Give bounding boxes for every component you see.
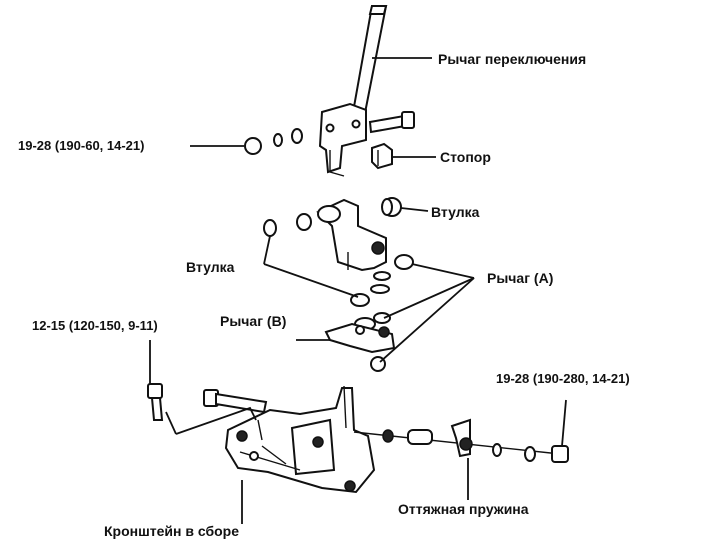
- label-shift-lever: Рычаг переключения: [438, 51, 586, 67]
- shaft-right-parts: [353, 418, 569, 463]
- label-bracket-assembly: Кронштейн в сборе: [104, 523, 239, 539]
- leader-lines: [149, 57, 567, 524]
- label-torque-top: 19-28 (190-60, 14-21): [18, 138, 144, 153]
- label-lever-b: Рычаг (В): [220, 313, 286, 329]
- bracket-bolt: [203, 389, 268, 414]
- label-bushing-right: Втулка: [431, 204, 480, 220]
- shift-lever: [318, 5, 388, 177]
- bushings-left: [263, 213, 312, 237]
- bushing-upper-right: [381, 197, 402, 217]
- bracket-assembly: [224, 385, 376, 494]
- lever-a-parts: [350, 254, 414, 372]
- lever-b: [324, 322, 396, 354]
- label-lever-a: Рычаг (А): [487, 270, 553, 286]
- label-torque-left: 12-15 (120-150, 9-11): [32, 318, 158, 333]
- selector-housing: [316, 198, 387, 272]
- label-tension-spring: Оттяжная пружина: [398, 501, 529, 517]
- label-torque-right: 19-28 (190-280, 14-21): [496, 371, 630, 386]
- top-nut-washers: [244, 128, 303, 155]
- stopper: [371, 142, 393, 170]
- label-bushing-left: Втулка: [186, 259, 235, 275]
- label-stopper: Стопор: [440, 149, 491, 165]
- left-adjuster-nut: [147, 383, 164, 421]
- shift-lever-bolt: [368, 111, 415, 134]
